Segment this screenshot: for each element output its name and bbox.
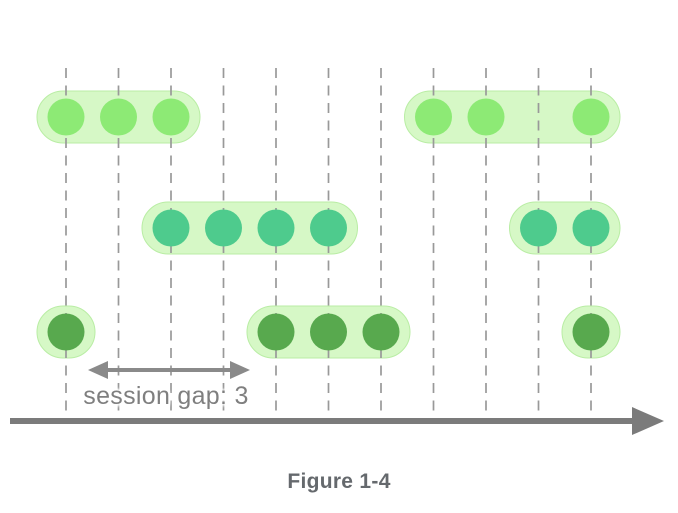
event-dot [152, 209, 190, 247]
event-dot [257, 313, 295, 351]
event-dot [467, 98, 505, 136]
event-dot [205, 209, 242, 247]
event-dot [572, 313, 610, 351]
event-dot [362, 313, 400, 351]
event-dot [100, 98, 137, 136]
session-gap-arrow [88, 361, 250, 379]
figure-caption: Figure 1-4 [287, 470, 391, 493]
event-dot [47, 313, 85, 351]
session-gap-label: session gap: 3 [83, 382, 249, 410]
session-window [404, 90, 621, 144]
event-dot [310, 313, 347, 351]
session-gap-arrowhead-right-icon [230, 361, 250, 379]
event-dot [310, 209, 347, 247]
event-dot [572, 209, 610, 247]
time-axis [10, 407, 664, 435]
session-gap-arrowhead-left-icon [88, 361, 108, 379]
event-dot [152, 98, 190, 136]
event-dot [520, 209, 557, 247]
event-dot [572, 98, 610, 136]
event-dots-layer [47, 98, 610, 351]
event-dot [415, 98, 452, 136]
event-dot [257, 209, 295, 247]
event-dot [47, 98, 85, 136]
time-axis-arrowhead-icon [632, 407, 664, 435]
session-window [141, 201, 358, 255]
